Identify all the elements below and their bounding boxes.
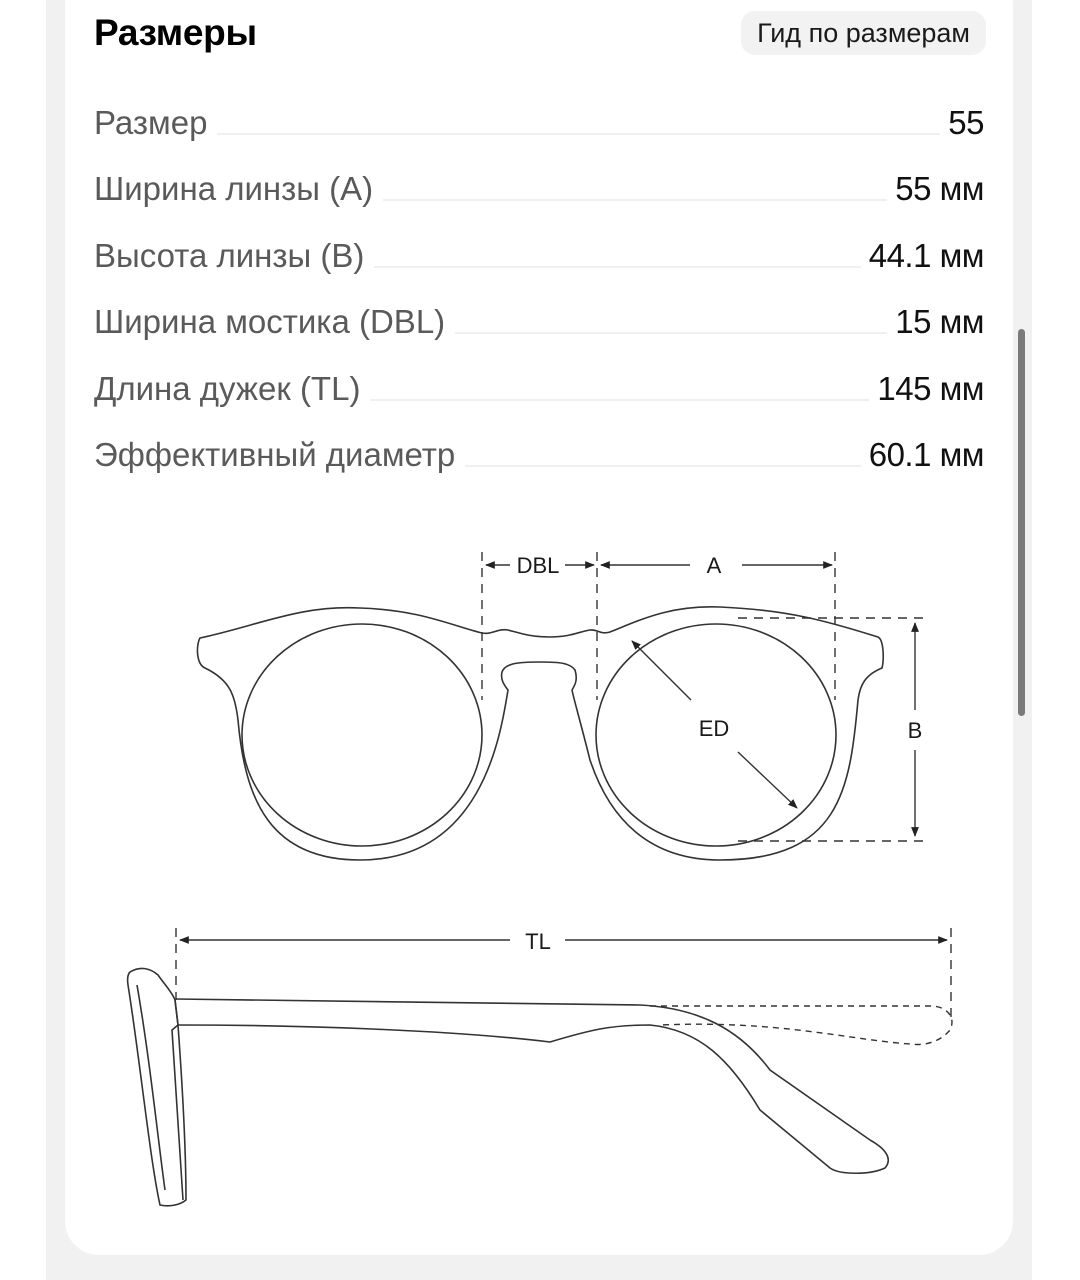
spec-value: 15 мм	[895, 303, 984, 340]
spec-value: 55 мм	[895, 170, 984, 207]
size-guide-button[interactable]: Гид по размерам	[741, 11, 986, 55]
spec-leader-line	[370, 398, 870, 401]
spec-row-lens-width: Ширина линзы (A) 55 мм	[94, 147, 984, 214]
spec-label: Длина дужек (TL)	[94, 369, 361, 407]
spec-value: 55	[948, 103, 984, 141]
spec-value: 44.1 мм	[868, 236, 985, 274]
spec-label: Высота линзы (B)	[94, 236, 365, 274]
scrollbar-thumb[interactable]	[1018, 329, 1025, 716]
spec-leader-line	[455, 331, 888, 334]
section-title: Размеры	[94, 12, 257, 53]
sizes-header: Размеры Гид по размерам	[94, 8, 986, 58]
spec-leader-line	[383, 198, 888, 201]
spec-label: Ширина мостика (DBL)	[94, 303, 446, 340]
spec-leader-line	[374, 265, 861, 268]
spec-row-temple-length: Длина дужек (TL) 145 мм	[94, 346, 984, 413]
spec-row-lens-height: Высота линзы (B) 44.1 мм	[94, 213, 985, 280]
spec-row-effective-diameter: Эффективный диаметр 60.1 мм	[94, 413, 985, 480]
spec-leader-line	[465, 464, 861, 467]
spec-value: 60.1 мм	[868, 436, 985, 473]
size-specs-list: Размер 55 Ширина линзы (A) 55 мм Высота …	[94, 80, 985, 480]
spec-row-bridge-width: Ширина мостика (DBL) 15 мм	[94, 280, 984, 347]
spec-row-size: Размер 55	[94, 80, 984, 147]
spec-value: 145 мм	[877, 369, 984, 407]
spec-leader-line	[217, 132, 941, 135]
spec-label: Эффективный диаметр	[94, 436, 456, 473]
spec-label: Ширина линзы (A)	[94, 170, 374, 207]
spec-label: Размер	[94, 103, 208, 141]
